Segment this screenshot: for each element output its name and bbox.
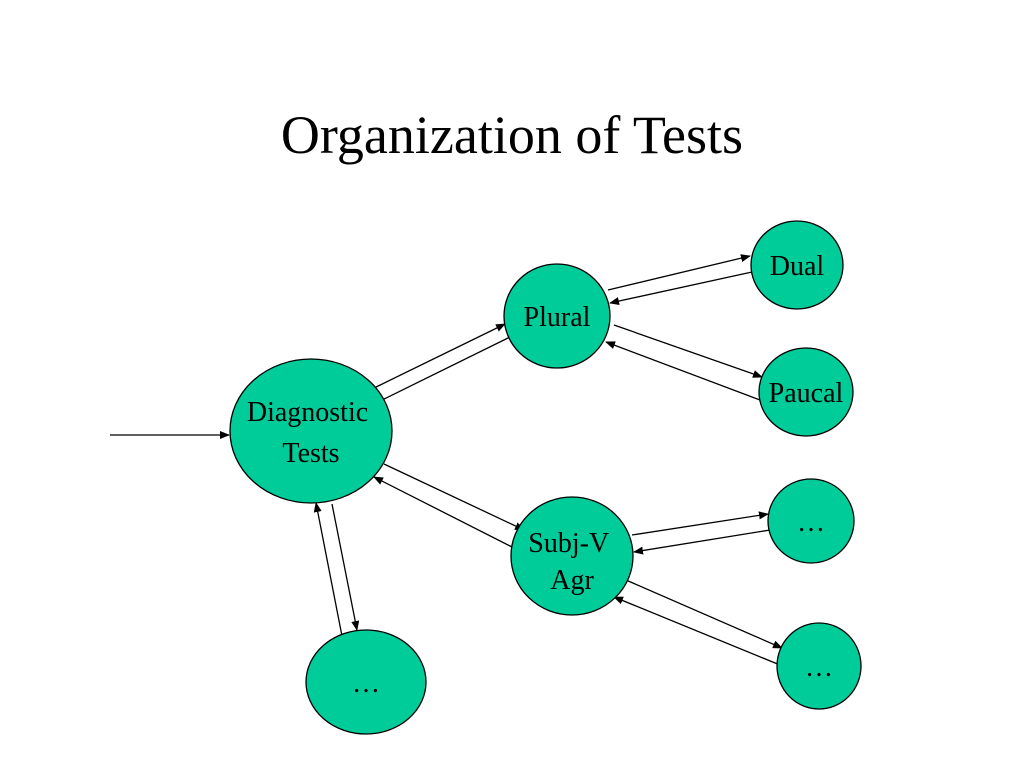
arrow-more-2-to-subjv bbox=[613, 596, 781, 666]
arrow-dual-to-plural bbox=[609, 271, 753, 305]
arrow-paucal-to-plural bbox=[605, 341, 761, 401]
node-diagnostic-label-line-2: Tests bbox=[282, 438, 339, 469]
node-subjv-label-line-1: Subj-V bbox=[528, 528, 609, 559]
arrow-plural-to-diagnostic bbox=[375, 336, 511, 404]
node-plural-label: Plural bbox=[524, 302, 591, 333]
node-diagnostic-tests: Diagnostic Tests bbox=[229, 358, 393, 504]
node-dual-label: Dual bbox=[770, 251, 825, 282]
node-paucal: Paucal bbox=[758, 347, 854, 437]
node-more-subjv-2: … bbox=[776, 622, 862, 710]
svg-text:Subj-V Agr: Subj-V Agr bbox=[528, 528, 615, 596]
arrow-more-1-to-subjv bbox=[633, 529, 771, 555]
node-more-diagnostic-label: … bbox=[352, 668, 380, 699]
svg-text:…: … bbox=[805, 652, 833, 683]
node-subjv-label-line-2: Agr bbox=[550, 565, 594, 596]
svg-text:Paucal: Paucal bbox=[769, 378, 844, 409]
node-plural: Plural bbox=[503, 263, 611, 369]
arrow-subjv-to-diagnostic bbox=[373, 476, 513, 548]
arrow-subjv-to-more-2 bbox=[625, 579, 783, 649]
slide-title: Organization of Tests bbox=[280, 105, 744, 165]
arrow-plural-to-paucal bbox=[613, 324, 763, 378]
node-subj-v-agr: Subj-V Agr bbox=[510, 496, 634, 616]
node-more-subjv-2-label: … bbox=[805, 652, 833, 683]
svg-text:…: … bbox=[797, 507, 825, 538]
arrow-diagnostic-to-plural bbox=[371, 323, 506, 390]
arrow-plural-to-dual bbox=[607, 254, 751, 291]
arrow-diagnostic-to-subjv bbox=[383, 463, 525, 531]
svg-text:Diagnostic Tests: Diagnostic Tests bbox=[247, 397, 375, 469]
svg-text:Plural: Plural bbox=[524, 302, 591, 333]
svg-text:…: … bbox=[352, 668, 380, 699]
node-more-subjv-1-label: … bbox=[797, 507, 825, 538]
node-paucal-label: Paucal bbox=[769, 378, 844, 409]
arrow-diagnostic-to-more bbox=[331, 503, 360, 631]
arrow-subjv-to-more-1 bbox=[631, 511, 769, 536]
node-dual: Dual bbox=[750, 220, 844, 310]
node-more-diagnostic: … bbox=[305, 629, 427, 735]
svg-text:Dual: Dual bbox=[770, 251, 825, 282]
arrow-more-to-diagnostic bbox=[313, 502, 343, 637]
node-more-subjv-1: … bbox=[767, 478, 855, 564]
node-diagnostic-label-line-1: Diagnostic bbox=[247, 397, 368, 428]
